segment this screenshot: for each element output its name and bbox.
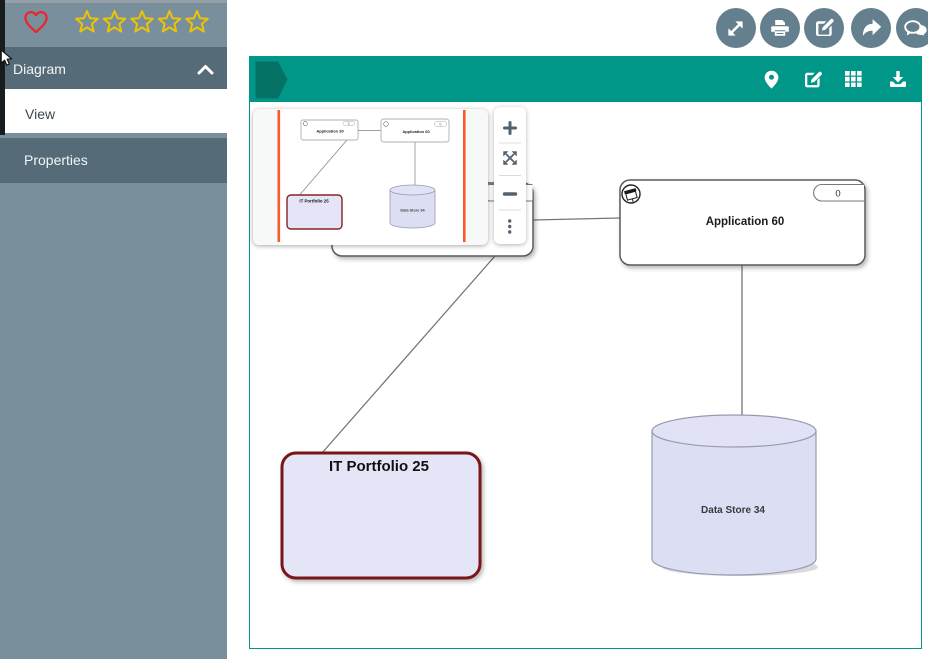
- svg-text:IT Portfolio 25: IT Portfolio 25: [329, 458, 429, 475]
- svg-text:0: 0: [835, 189, 840, 200]
- svg-text:Application 60: Application 60: [706, 216, 785, 228]
- svg-text:Application 60: Application 60: [402, 129, 430, 134]
- svg-text:0: 0: [348, 122, 350, 126]
- svg-text:0: 0: [440, 122, 442, 126]
- svg-text:Application 30: Application 30: [316, 129, 344, 134]
- svg-text:IT Portfolio 25: IT Portfolio 25: [299, 199, 329, 204]
- svg-text:Data Store 34: Data Store 34: [400, 209, 425, 213]
- svg-text:Data Store 34: Data Store 34: [701, 505, 765, 516]
